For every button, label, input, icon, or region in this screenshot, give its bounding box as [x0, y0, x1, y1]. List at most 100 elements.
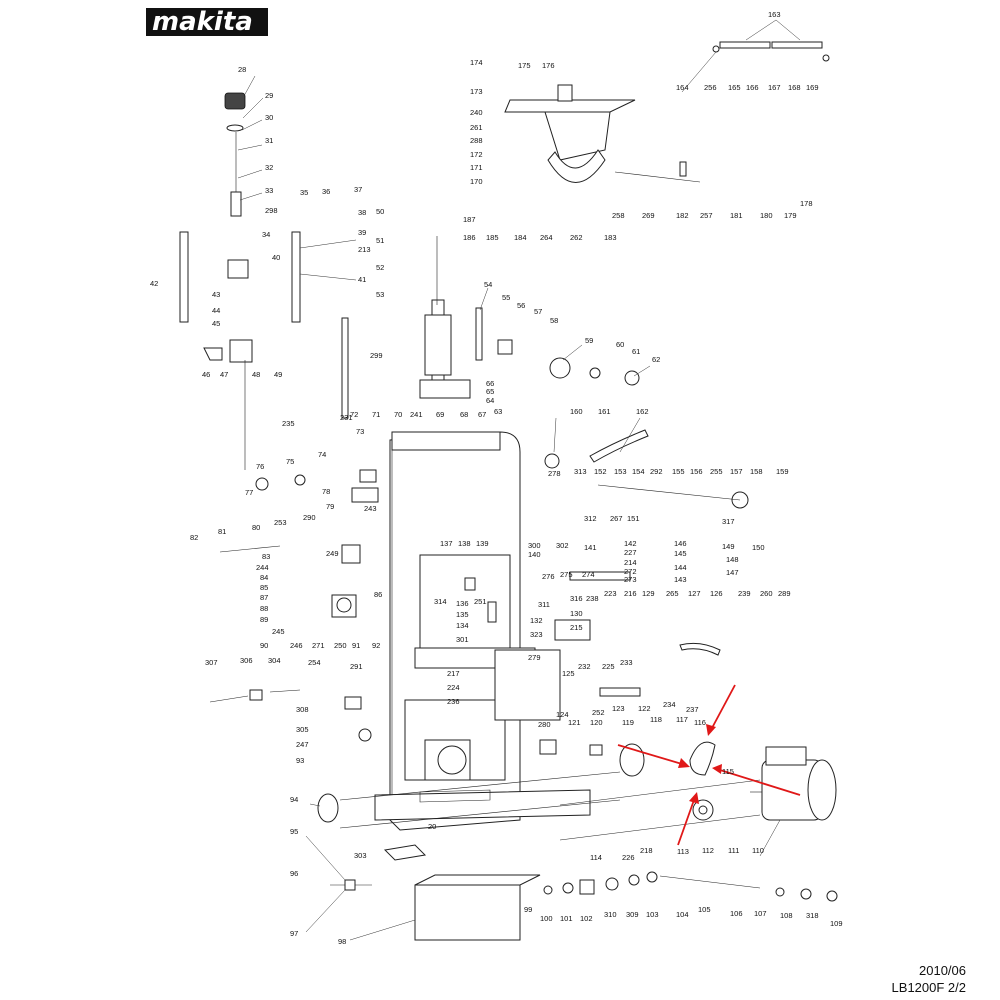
- part-label: 74: [318, 450, 326, 459]
- part-label: 62: [652, 355, 660, 364]
- part-label: 56: [517, 301, 525, 310]
- part-label: 181: [730, 211, 743, 220]
- part-label: 183: [604, 233, 617, 242]
- part-label: 157: [730, 467, 743, 476]
- part-label: 104: [676, 910, 689, 919]
- part-label: 107: [754, 909, 767, 918]
- part-label: 215: [570, 623, 583, 632]
- part-label: 39: [358, 228, 366, 237]
- part-label: 276: [542, 572, 555, 581]
- part-label: 309: [626, 910, 639, 919]
- part-label: 70: [394, 410, 402, 419]
- part-label: 120: [590, 718, 603, 727]
- part-label: 96: [290, 869, 298, 878]
- part-label: 35: [300, 188, 308, 197]
- part-label: 31: [265, 136, 273, 145]
- part-label: 232: [578, 662, 591, 671]
- part-label: 163: [768, 10, 781, 19]
- part-label: 171: [470, 163, 483, 172]
- part-label: 58: [550, 316, 558, 325]
- part-label: 63: [494, 407, 502, 416]
- part-label: 49: [274, 370, 282, 379]
- part-label: 226: [622, 853, 635, 862]
- part-label: 130: [570, 609, 583, 618]
- part-label: 124: [556, 710, 569, 719]
- part-label: 109: [830, 919, 843, 928]
- part-label: 145: [674, 549, 687, 558]
- part-label: 275: [560, 570, 573, 579]
- part-label: 214: [624, 558, 637, 567]
- fence-rail: [712, 41, 830, 62]
- part-label: 91: [352, 641, 360, 650]
- lower-parts: [209, 469, 838, 941]
- part-label: 54: [484, 280, 492, 289]
- part-label: 250: [334, 641, 347, 650]
- part-label: 153: [614, 467, 627, 476]
- part-label: 323: [530, 630, 543, 639]
- part-label: 278: [548, 469, 561, 478]
- part-label: 45: [212, 319, 220, 328]
- part-label: 187: [463, 215, 476, 224]
- part-label: 154: [632, 467, 645, 476]
- part-label: 308: [296, 705, 309, 714]
- part-label: 273: [624, 575, 637, 584]
- part-label: 271: [312, 641, 325, 650]
- part-label: 289: [778, 589, 791, 598]
- part-label: 52: [376, 263, 384, 272]
- part-label: 116: [694, 718, 706, 727]
- guide-post-assembly: [341, 236, 513, 419]
- makita-logo: makita: [146, 7, 268, 37]
- part-label: 83: [262, 552, 270, 561]
- part-label: 239: [738, 589, 751, 598]
- part-label: 234: [663, 700, 676, 709]
- part-label: 142: [624, 539, 637, 548]
- part-label: 305: [296, 725, 309, 734]
- part-label: 175: [518, 61, 531, 70]
- part-label: 101: [560, 914, 573, 923]
- part-label: 301: [456, 635, 469, 644]
- part-label: 37: [354, 185, 362, 194]
- part-label: 48: [252, 370, 260, 379]
- part-label: 185: [486, 233, 499, 242]
- part-label: 247: [296, 740, 309, 749]
- part-label: 260: [760, 589, 773, 598]
- part-label: 164: [676, 83, 689, 92]
- part-label: 269: [642, 211, 655, 220]
- tension-assembly: [179, 92, 301, 470]
- model-page-number: LB1200F 2/2: [891, 980, 966, 995]
- part-label: 93: [296, 756, 304, 765]
- drawing-date: 2010/06: [919, 963, 966, 978]
- part-label: 318: [806, 911, 819, 920]
- part-label: 253: [274, 518, 287, 527]
- part-label: 304: [268, 656, 281, 665]
- part-label: 238: [586, 594, 599, 603]
- part-label: 147: [726, 568, 739, 577]
- part-label: 288: [470, 136, 483, 145]
- part-label: 105: [698, 905, 711, 914]
- part-label: 246: [290, 641, 303, 650]
- part-label: 94: [290, 795, 298, 804]
- part-label: 87: [260, 593, 268, 602]
- part-label: 179: [784, 211, 797, 220]
- part-label: 231: [340, 413, 353, 422]
- part-number-labels: 28 29 30 31 32 33 298 34 35 36 37 38 39 …: [150, 10, 843, 946]
- part-label: 53: [376, 290, 384, 299]
- part-label: 162: [636, 407, 649, 416]
- part-label: 180: [760, 211, 773, 220]
- part-label: 298: [265, 206, 278, 215]
- svg-text:makita: makita: [152, 7, 253, 37]
- part-label: 224: [447, 683, 460, 692]
- part-label: 111: [728, 846, 739, 855]
- part-label: 158: [750, 467, 763, 476]
- part-label: 88: [260, 604, 268, 613]
- part-label: 119: [622, 718, 634, 727]
- part-label: 51: [376, 236, 384, 245]
- part-label: 218: [640, 846, 653, 855]
- part-label: 236: [447, 697, 460, 706]
- part-label: 245: [272, 627, 285, 636]
- part-label: 106: [730, 909, 743, 918]
- part-label: 170: [470, 177, 483, 186]
- part-label: 174: [470, 58, 483, 67]
- part-label: 79: [326, 502, 334, 511]
- part-label: 262: [570, 233, 583, 242]
